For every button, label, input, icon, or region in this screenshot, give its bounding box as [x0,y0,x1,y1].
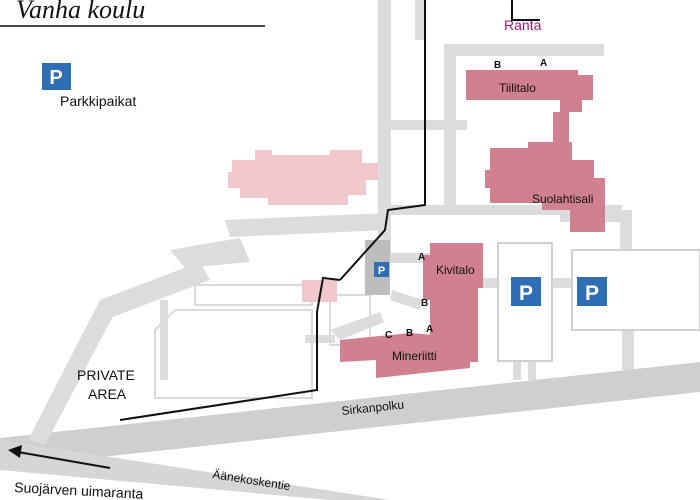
entrance-mineriitti-c: C [385,330,392,341]
label-suolahtisali: Suolahtisali [532,192,593,206]
connector-tiilitalo [553,112,569,142]
label-mineriitti: Mineriitti [392,349,437,363]
label-tiilitalo: Tiilitalo [499,81,536,95]
boundary-lines [119,0,540,421]
map-title: Vanha koulu [16,0,145,24]
legend-parking-icon [42,63,71,90]
arrow-icon [8,445,111,469]
building-unnamed-small [302,280,337,302]
private-area-line1: PRIVATE [77,367,135,383]
parking-small-icon [374,262,389,277]
building-tiilitalo [466,70,593,112]
entrance-mineriitti-a: A [426,324,433,335]
parking-lot-1-icon [511,277,541,306]
building-suolahtisali [485,142,605,232]
entrance-kivitalo-b: B [421,298,428,309]
entrance-kivitalo-a: A [418,252,425,263]
parking-lot-2-symbol: P [585,282,599,305]
parking-small-symbol: P [378,265,385,277]
parking-lot-2-icon [577,277,607,306]
entrance-mineriitti-b: B [406,328,413,339]
entrance-tiilitalo-a: A [540,58,547,69]
direction-label: Suojärven uimaranta [14,479,144,500]
label-ranta: Ranta [504,17,542,33]
label-kivitalo: Kivitalo [436,263,475,277]
road-aanekoskentie [0,440,390,500]
private-area-line2: AREA [88,386,127,402]
legend-parking-label: Parkkipaikat [60,93,136,109]
building-kivitalo [423,243,483,362]
building-unnamed-large [228,150,378,205]
legend-parking-symbol: P [49,67,62,89]
road-label-sirkanpolku: Sirkanpolku [341,398,405,418]
parking-lot-1-symbol: P [519,282,533,305]
private-area-outlines [154,284,371,399]
road-sirkanpolku [0,362,700,468]
building-mineriitti [340,333,470,378]
entrance-tiilitalo-b: B [494,60,501,71]
